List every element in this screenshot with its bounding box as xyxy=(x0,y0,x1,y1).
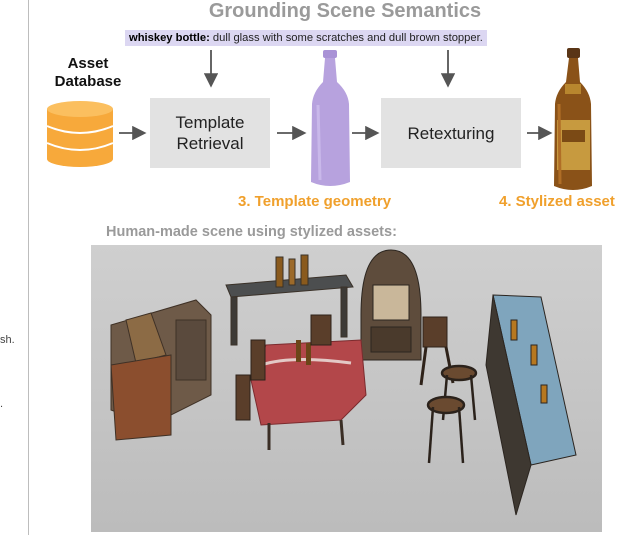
scene-caption: Human-made scene using stylized assets: xyxy=(106,224,397,240)
template-retrieval-line2: Retrieval xyxy=(176,134,244,153)
scene-chairs xyxy=(235,314,455,421)
retexturing-box: Retexturing xyxy=(381,98,521,168)
asset-database-line1: Asset xyxy=(67,55,109,72)
prompt-description: dull glass with some scratches and dull … xyxy=(209,32,483,44)
retexturing-label: Retexturing xyxy=(407,123,495,143)
scene-render-image xyxy=(91,245,602,532)
stage-3-label: 3. Template geometry xyxy=(238,193,392,210)
edge-text-fragment-2: . xyxy=(0,398,4,410)
asset-database-line2: Database xyxy=(54,73,122,90)
scene-cabinet xyxy=(110,299,212,441)
left-divider xyxy=(28,0,29,535)
prompt-object: whiskey bottle: xyxy=(129,32,210,44)
edge-text-fragment: sh. xyxy=(0,334,15,346)
stylized-bottle-icon xyxy=(554,48,592,190)
text-prompt: whiskey bottle: dull glass with some scr… xyxy=(125,30,487,46)
asset-database-label: Asset Database xyxy=(38,55,138,91)
scene-console-table xyxy=(225,254,354,346)
database-icon xyxy=(46,101,114,167)
scene-bar-counter xyxy=(485,294,577,516)
scene-bar-stools xyxy=(426,364,478,464)
scene-jukebox xyxy=(360,249,422,361)
template-bottle-icon xyxy=(311,50,350,186)
template-retrieval-box: Template Retrieval xyxy=(150,98,270,168)
pipeline-graphics xyxy=(46,48,592,190)
template-retrieval-line1: Template xyxy=(175,113,245,132)
scene-dining-table xyxy=(250,339,367,450)
stage-4-label: 4. Stylized asset xyxy=(499,193,615,210)
figure-title: Grounding Scene Semantics xyxy=(208,0,482,22)
